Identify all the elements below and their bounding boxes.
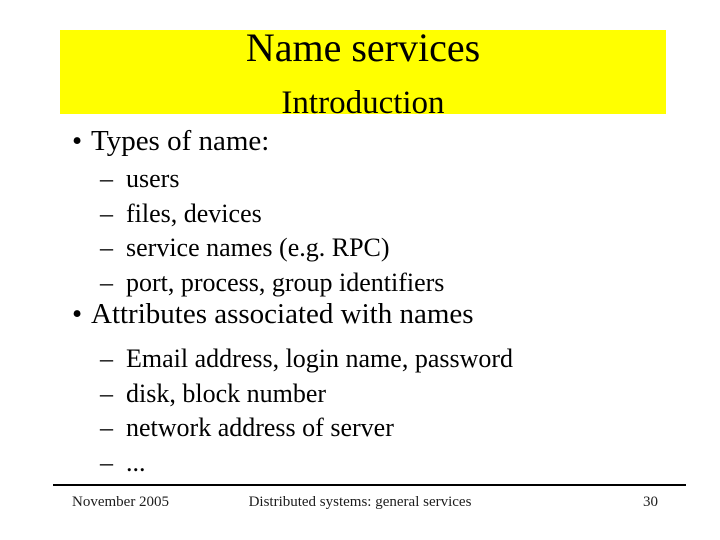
section-heading-types-of-name: • Types of name:	[71, 125, 269, 158]
dash-bullet-icon: –	[100, 413, 113, 442]
title-band: Name services Introduction	[60, 25, 666, 120]
list-item: – ...	[100, 446, 513, 481]
dash-bullet-icon: –	[100, 198, 113, 228]
dash-bullet-icon: –	[100, 378, 113, 408]
footer-date: November 2005	[72, 494, 170, 510]
list-item-text: service names (e.g. RPC)	[126, 233, 390, 262]
list-item-text: disk, block number	[126, 378, 327, 408]
footer-page-number: 30	[643, 494, 658, 510]
dash-bullet-icon: –	[100, 164, 113, 193]
dash-bullet-icon: –	[100, 344, 113, 373]
list-item: – users	[100, 162, 444, 197]
dash-bullet-icon: –	[100, 267, 113, 297]
bullet-icon: •	[72, 125, 83, 157]
footer-divider	[53, 484, 686, 486]
dash-bullet-icon: –	[100, 447, 113, 477]
list-item-text: files, devices	[126, 198, 262, 228]
footer-title: Distributed systems: general services	[248, 494, 472, 510]
sub-list-types-of-name: – users – files, devices – service names…	[100, 162, 444, 300]
section-heading-text: Attributes associated with names	[91, 298, 474, 330]
slide-subtitle: Introduction	[281, 85, 445, 121]
list-item: – network address of server	[100, 411, 513, 446]
list-item-text: Email address, login name, password	[126, 344, 514, 373]
dash-bullet-icon: –	[100, 233, 113, 262]
section-heading-attributes: • Attributes associated with names	[71, 298, 474, 331]
list-item-text: network address of server	[126, 413, 394, 442]
list-item: – Email address, login name, password	[100, 342, 513, 377]
list-item: – port, process, group identifiers	[100, 266, 444, 301]
list-item: – service names (e.g. RPC)	[100, 231, 444, 266]
list-item-text: users	[126, 164, 180, 193]
list-item: – files, devices	[100, 197, 444, 232]
bullet-icon: •	[72, 298, 83, 330]
list-item-text: ...	[126, 447, 146, 477]
section-heading-text: Types of name:	[91, 125, 270, 157]
sub-list-attributes: – Email address, login name, password – …	[100, 342, 513, 480]
list-item-text: port, process, group identifiers	[126, 267, 445, 297]
list-item: – disk, block number	[100, 377, 513, 412]
slide-title: Name services	[245, 25, 481, 70]
